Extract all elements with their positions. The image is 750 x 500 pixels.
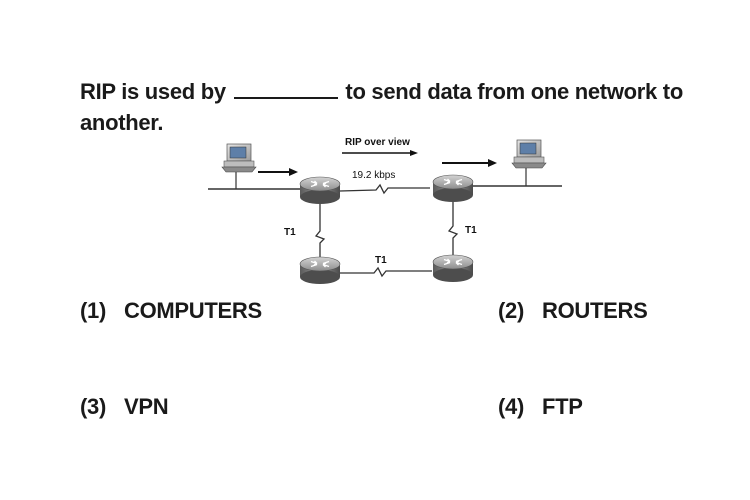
router-bottom-right-icon [432,254,474,283]
t1-left-label: T1 [284,227,296,238]
question-part-2: to send data from one network to another… [80,79,683,135]
t1-link-right [447,202,459,260]
computer-right-icon [511,139,547,169]
option-2-text: ROUTERS [542,298,648,323]
option-3[interactable]: (3) VPN [80,394,169,420]
option-3-text: VPN [124,394,169,419]
option-1-text: COMPUTERS [124,298,262,323]
router-top-left-icon [299,176,341,205]
option-1-number: (1) [80,298,106,323]
speed-label: 19.2 kbps [352,170,395,181]
t1-right-label: T1 [465,225,477,236]
question-text: RIP is used by to send data from one net… [80,76,700,138]
option-2[interactable]: (2) ROUTERS [498,298,648,324]
wan-link-top [339,183,430,195]
option-4[interactable]: (4) FTP [498,394,583,420]
arrow-right-icon [442,159,497,167]
option-4-text: FTP [542,394,583,419]
t1-link-bottom [340,266,432,278]
rip-overview-label: RIP over view [345,137,410,148]
computer-left-icon [221,143,257,173]
router-top-right-icon [432,174,474,203]
router-bottom-left-icon [299,256,341,285]
t1-link-left [314,204,326,262]
answer-blank [233,77,338,99]
t1-bottom-label: T1 [375,255,387,266]
arrow-left-icon [258,168,298,176]
option-2-number: (2) [498,298,524,323]
option-4-number: (4) [498,394,524,419]
question-part-1: RIP is used by [80,79,226,104]
option-1[interactable]: (1) COMPUTERS [80,298,262,324]
arrow-top-icon [342,150,418,156]
option-3-number: (3) [80,394,106,419]
